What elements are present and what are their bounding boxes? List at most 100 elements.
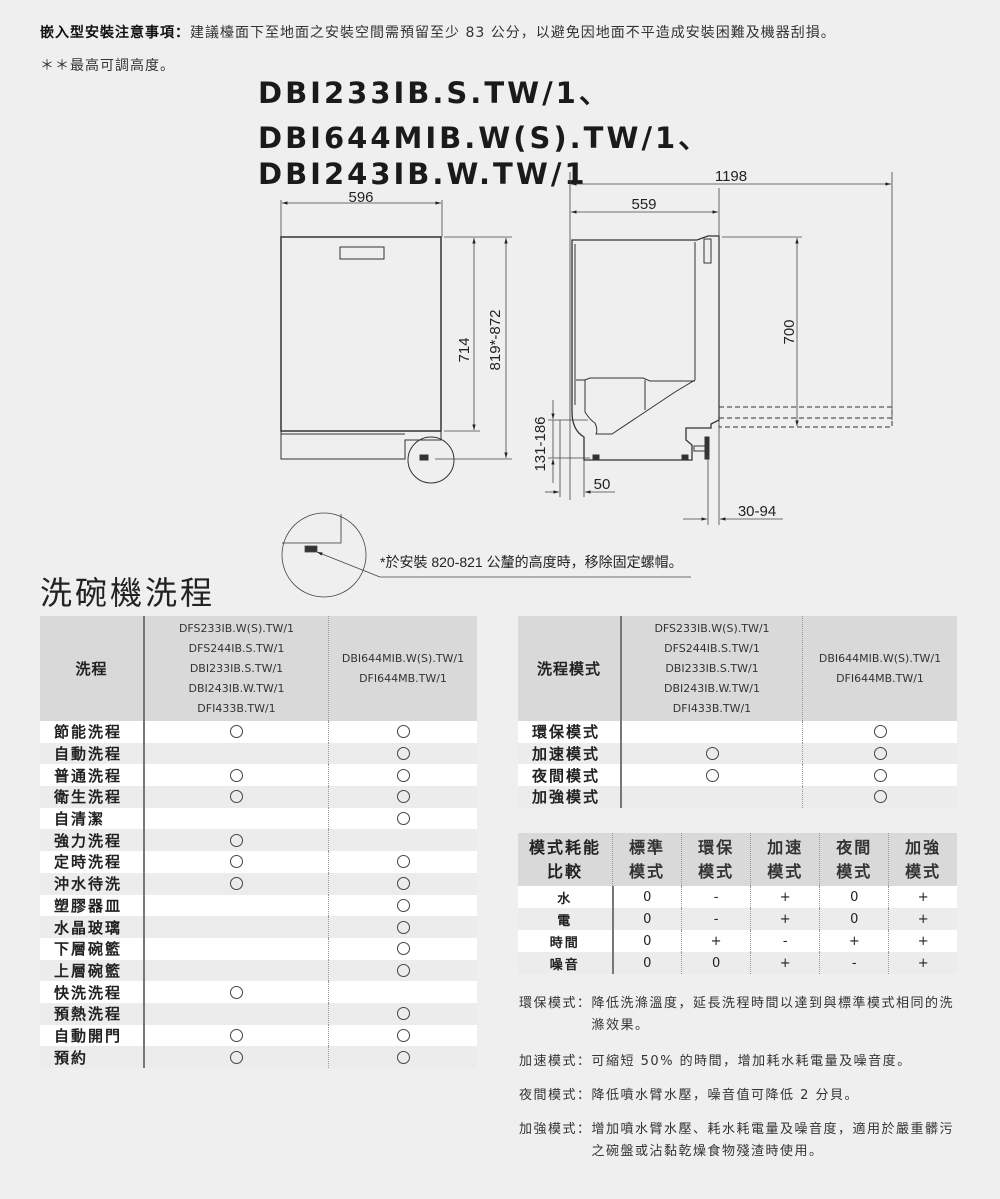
row-name: 強力洗程 bbox=[40, 829, 144, 852]
support-cell bbox=[143, 872, 329, 895]
compare-value: - bbox=[681, 908, 751, 930]
compare-header-line: 模式 bbox=[905, 861, 942, 881]
compare-header-line: 環保 bbox=[698, 837, 735, 857]
circle-mark-icon bbox=[230, 1028, 243, 1042]
support-cell bbox=[802, 742, 957, 765]
table-row: 預熱洗程 bbox=[40, 1002, 477, 1025]
diagram-footnote: *於安裝 820-821 公釐的高度時，移除固定螺帽。 bbox=[380, 554, 683, 570]
compare-header-line: 加強 bbox=[905, 837, 942, 857]
support-cell bbox=[328, 1002, 477, 1025]
compare-value: - bbox=[750, 930, 820, 952]
row-name: 自清潔 bbox=[40, 807, 144, 830]
model-name: DBI233IB.S.TW/1 bbox=[665, 661, 759, 675]
compare-value: 0 bbox=[611, 952, 682, 974]
support-cell bbox=[143, 807, 329, 830]
mode-descriptions: 環保模式：降低洗滌溫度，延長洗程時間以達到與標準模式相同的洗滌效果。加速模式：可… bbox=[519, 993, 959, 1175]
compare-header-line: 模式耗能 bbox=[528, 837, 601, 857]
support-cell bbox=[143, 894, 329, 917]
mode-description: 夜間模式：降低噴水臂水壓，噪音值可降低 2 分貝。 bbox=[519, 1085, 959, 1107]
compare-header: 標準模式 bbox=[611, 833, 682, 886]
table-row: 普通洗程 bbox=[40, 764, 477, 787]
model-name: DFI644MB.TW/1 bbox=[359, 671, 447, 685]
model-name: DFS233IB.W(S).TW/1 bbox=[178, 621, 295, 635]
model-name: DBI644MIB.W(S).TW/1 bbox=[818, 651, 942, 665]
table-row: 水晶玻璃 bbox=[40, 916, 477, 938]
circle-mark-icon bbox=[396, 1007, 410, 1021]
support-cell bbox=[328, 764, 477, 787]
row-name: 噪音 bbox=[518, 952, 613, 974]
install-note: 嵌入型安裝注意事項：建議檯面下至地面之安裝空間需預留至少 83 公分，以避免因地… bbox=[40, 22, 836, 42]
circle-mark-icon bbox=[396, 1050, 410, 1064]
countertop-dashed bbox=[718, 406, 893, 428]
asterisk-note: ＊＊最高可調高度。 bbox=[40, 58, 175, 74]
support-cell bbox=[143, 786, 329, 808]
support-cell bbox=[328, 959, 477, 982]
support-cell bbox=[143, 916, 329, 938]
support-cell bbox=[328, 1024, 477, 1047]
support-cell bbox=[328, 916, 477, 938]
support-cell bbox=[143, 829, 329, 852]
circle-mark-icon bbox=[396, 747, 410, 761]
detail-circle bbox=[407, 436, 455, 484]
section-title: 洗碗機洗程 bbox=[40, 574, 216, 612]
compare-value: 0 bbox=[611, 886, 682, 908]
mode-description: 環保模式：降低洗滌溫度，延長洗程時間以達到與標準模式相同的洗滌效果。 bbox=[519, 993, 959, 1037]
compare-header-line: 夜間 bbox=[836, 837, 873, 857]
description-text: 降低噴水臂水壓，噪音值可降低 2 分貝。 bbox=[591, 1088, 860, 1103]
compare-value: 0 bbox=[819, 886, 889, 908]
compare-value: + bbox=[888, 908, 957, 930]
compare-value: + bbox=[888, 952, 957, 974]
support-cell bbox=[802, 721, 957, 743]
circle-mark-icon bbox=[396, 1028, 410, 1042]
row-name: 自動開門 bbox=[40, 1024, 144, 1047]
support-cell bbox=[143, 764, 329, 787]
dim-714: 714 bbox=[456, 337, 473, 362]
support-cell bbox=[328, 829, 477, 852]
support-cell bbox=[143, 937, 329, 960]
model-name: DBI644MIB.W(S).TW/1 bbox=[341, 651, 465, 665]
support-cell bbox=[143, 721, 329, 743]
compare-value: + bbox=[888, 886, 957, 908]
table-row: 下層碗籃 bbox=[40, 937, 477, 960]
circle-mark-icon bbox=[873, 768, 887, 782]
row-name: 夜間模式 bbox=[518, 764, 621, 787]
circle-mark-icon bbox=[230, 855, 243, 869]
circle-mark-icon bbox=[705, 747, 719, 761]
circle-mark-icon bbox=[230, 877, 243, 891]
row-name: 快洗洗程 bbox=[40, 981, 144, 1003]
table-row: 衛生洗程 bbox=[40, 786, 477, 808]
model-name: DFS244IB.S.TW/1 bbox=[664, 641, 760, 655]
description-label: 加強模式： bbox=[519, 1122, 592, 1137]
description-label: 夜間模式： bbox=[519, 1088, 592, 1103]
table-row: 上層碗籃 bbox=[40, 959, 477, 982]
circle-mark-icon bbox=[705, 768, 719, 782]
support-cell bbox=[328, 981, 477, 1003]
compare-value: 0 bbox=[611, 930, 682, 952]
table-row: 預約 bbox=[40, 1046, 477, 1068]
circle-mark-icon bbox=[230, 790, 243, 804]
dim-596: 596 bbox=[348, 189, 373, 206]
circle-mark-icon bbox=[230, 833, 243, 847]
circle-mark-icon bbox=[396, 963, 410, 977]
row-name: 普通洗程 bbox=[40, 764, 144, 787]
compare-header: 模式耗能比較 bbox=[518, 833, 613, 886]
compare-header-line: 模式 bbox=[629, 861, 666, 881]
compare-value: + bbox=[750, 952, 820, 974]
compare-header-line: 模式 bbox=[836, 861, 873, 881]
table-row: 強力洗程 bbox=[40, 829, 477, 852]
table-row: 環保模式 bbox=[518, 721, 957, 743]
row-name: 電 bbox=[518, 908, 613, 930]
row-name: 加強模式 bbox=[518, 786, 621, 808]
compare-value: + bbox=[819, 930, 889, 952]
circle-mark-icon bbox=[396, 790, 410, 804]
circle-mark-icon bbox=[230, 985, 243, 999]
description-text: 降低洗滌溫度，延長洗程時間以達到與標準模式相同的洗滌效果。 bbox=[591, 996, 955, 1033]
model-name: DFS244IB.S.TW/1 bbox=[188, 641, 285, 655]
row-name: 節能洗程 bbox=[40, 721, 144, 743]
dim-819-872: 819*-872 bbox=[487, 310, 504, 371]
